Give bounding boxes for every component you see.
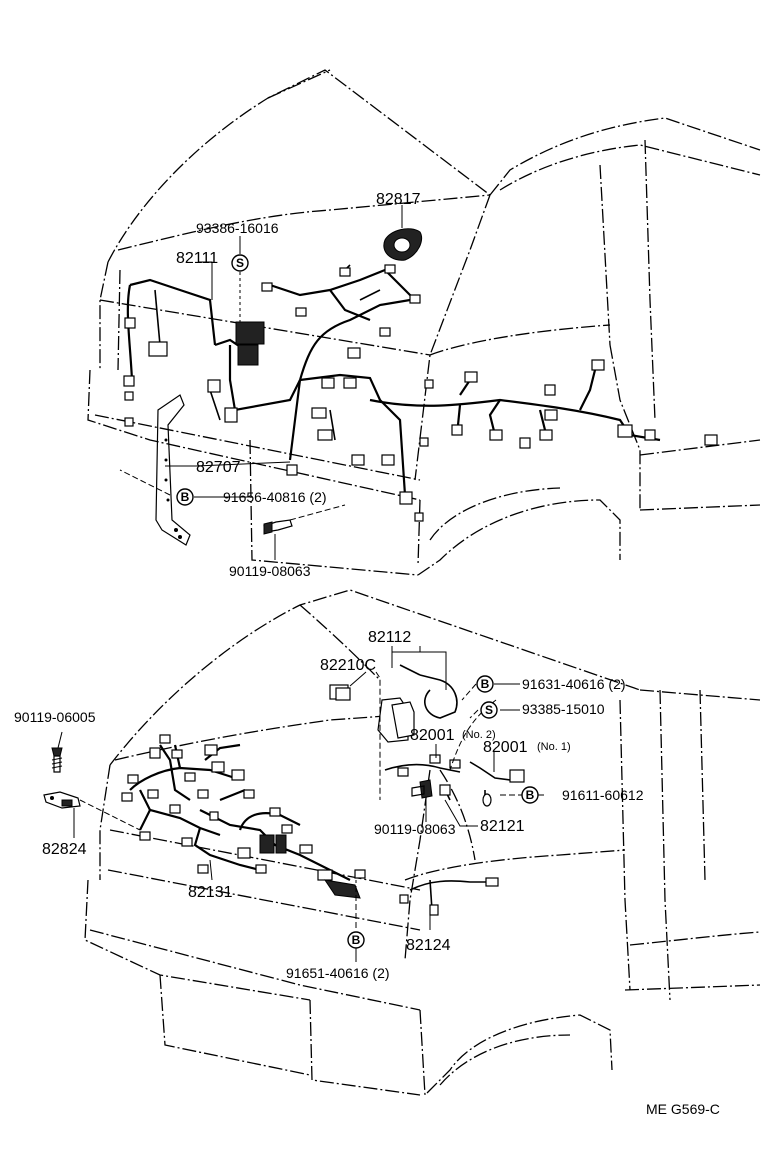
symbol-b-91631-text: B: [481, 677, 490, 691]
symbol-s-top: [231, 254, 249, 272]
symbol-b-91631: [476, 675, 494, 693]
bolt-90119-bottom: [411, 779, 433, 799]
label-82001-no2-note: (No. 2): [462, 729, 496, 741]
label-90119-08063-bottom: 90119-08063: [374, 821, 456, 837]
top-leaders: [119, 205, 403, 560]
label-82707: 82707: [196, 459, 241, 476]
label-82131: 82131: [188, 884, 233, 901]
symbol-b-91611-text: B: [526, 788, 535, 802]
screw-90119-06005: [51, 747, 63, 773]
label-91651-40616: 91651-40616 (2): [286, 965, 390, 981]
symbol-b-top: [176, 488, 194, 506]
symbol-b-91651-text: B: [352, 933, 361, 947]
label-90119-06005: 90119-06005: [14, 709, 96, 725]
bolt-90119-top: [263, 519, 293, 535]
bottom-vehicle-body: [84, 589, 761, 1097]
grommet-82817: [383, 228, 423, 261]
diagram-code: ME G569-C: [646, 1101, 720, 1117]
bracket-82707: [155, 394, 191, 546]
label-82121: 82121: [480, 818, 525, 835]
top-wire-harness: [126, 264, 661, 496]
symbol-s-93385-text: S: [485, 703, 493, 717]
label-82210c: 82210C: [320, 657, 376, 674]
label-82001-no1: 82001: [483, 739, 528, 756]
symbol-b-top-text: B: [181, 490, 190, 504]
symbol-b-91611: [521, 786, 539, 804]
bottom-labels: 82112 82210C B 91631-40616 (2) S 93385-1…: [14, 629, 644, 981]
label-91611-60612: 91611-60612: [562, 787, 644, 803]
label-91656-40816: 91656-40816 (2): [223, 489, 327, 505]
label-82112: 82112: [368, 629, 411, 646]
symbol-s-top-text: S: [236, 256, 244, 270]
label-90119-08063-top: 90119-08063: [229, 563, 311, 579]
bottom-leaders: [57, 646, 544, 962]
label-82817: 82817: [376, 191, 421, 208]
label-91631-40616: 91631-40616 (2): [522, 676, 626, 692]
label-82001-no2: 82001: [410, 727, 455, 744]
symbol-s-93385: [480, 701, 498, 719]
clip-82824: [43, 791, 81, 809]
top-connectors: [123, 264, 718, 522]
symbol-b-91651: [347, 931, 365, 949]
label-93385-15010: 93385-15010: [522, 701, 605, 717]
label-82824: 82824: [42, 841, 87, 858]
label-82001-no1-note: (No. 1): [537, 741, 571, 753]
label-93386-16016: 93386-16016: [196, 220, 279, 236]
top-vehicle-body: [87, 69, 761, 576]
label-82111: 82111: [176, 250, 218, 267]
label-82124: 82124: [406, 937, 451, 954]
top-labels: 82817 93386-16016 S 82111 82707 B 91656-…: [176, 191, 421, 579]
bottom-connectors: [121, 684, 525, 916]
